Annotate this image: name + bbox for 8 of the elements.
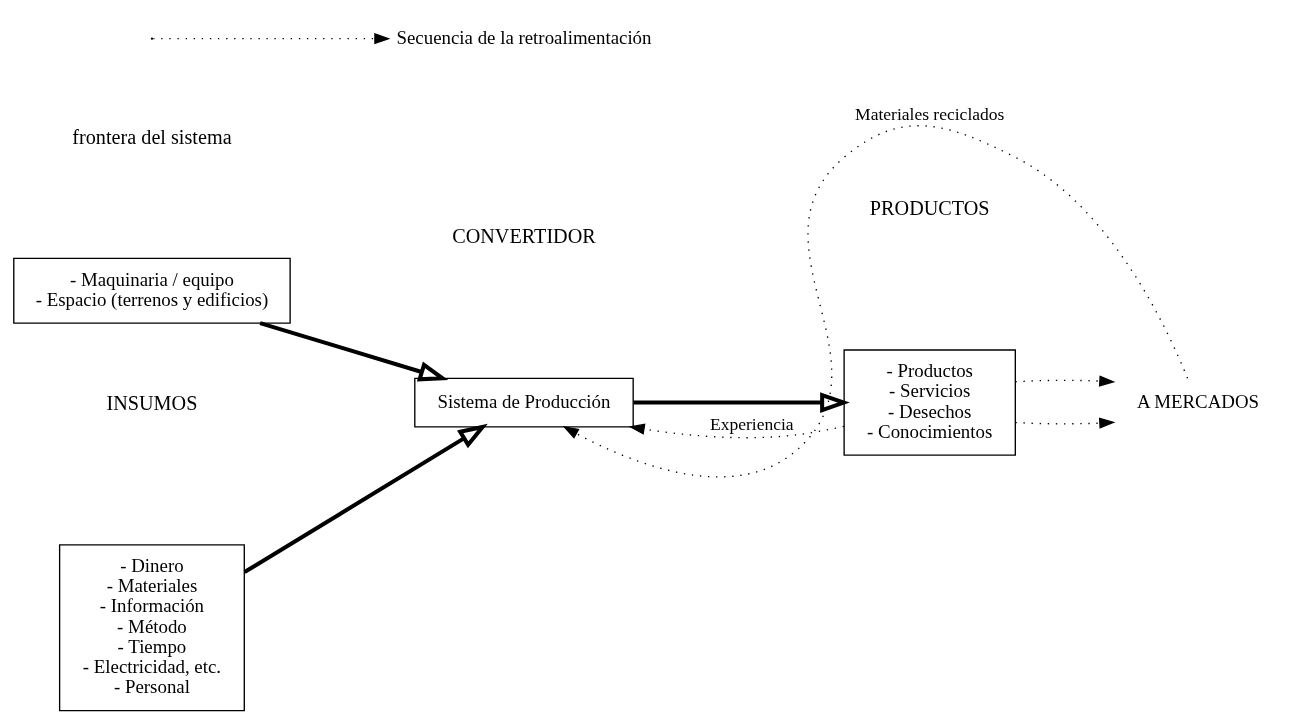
legend-label: Secuencia de la retroalimentación [396,26,652,48]
label: PRODUCTOS [869,196,990,219]
node-text: A MERCADOS [1136,390,1260,412]
label: frontera del sistema [72,125,232,148]
label: INSUMOS [106,391,198,414]
label: CONVERTIDOR [452,224,596,247]
edge-label: Experiencia [709,413,794,434]
edge-label: Materiales reciclados [855,103,1005,124]
